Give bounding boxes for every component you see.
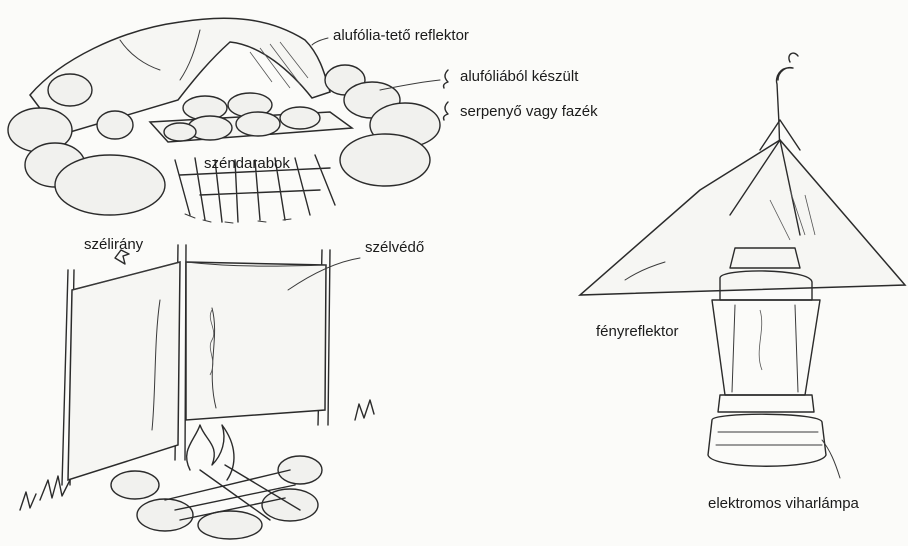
- leader-foil-roof: [312, 38, 328, 45]
- rock-ring-top: [8, 65, 440, 215]
- label-storm-lamp: elektromos viharlámpa: [708, 495, 859, 513]
- label-light-reflector: fényreflektor: [596, 323, 679, 341]
- label-foil-pan-line2: serpenyő vagy fazék: [460, 103, 598, 121]
- label-wind-direction: szélirány: [84, 236, 143, 254]
- label-foil-pan-line1: alufóliából készült: [460, 68, 578, 86]
- label-foil-roof-reflector: alufólia-tető reflektor: [333, 27, 469, 45]
- label-coals: széndarabok: [204, 155, 290, 173]
- foil-pan-sketch: [150, 93, 352, 142]
- label-windscreen: szélvédő: [365, 239, 424, 257]
- brace-foil-pan: [444, 70, 449, 120]
